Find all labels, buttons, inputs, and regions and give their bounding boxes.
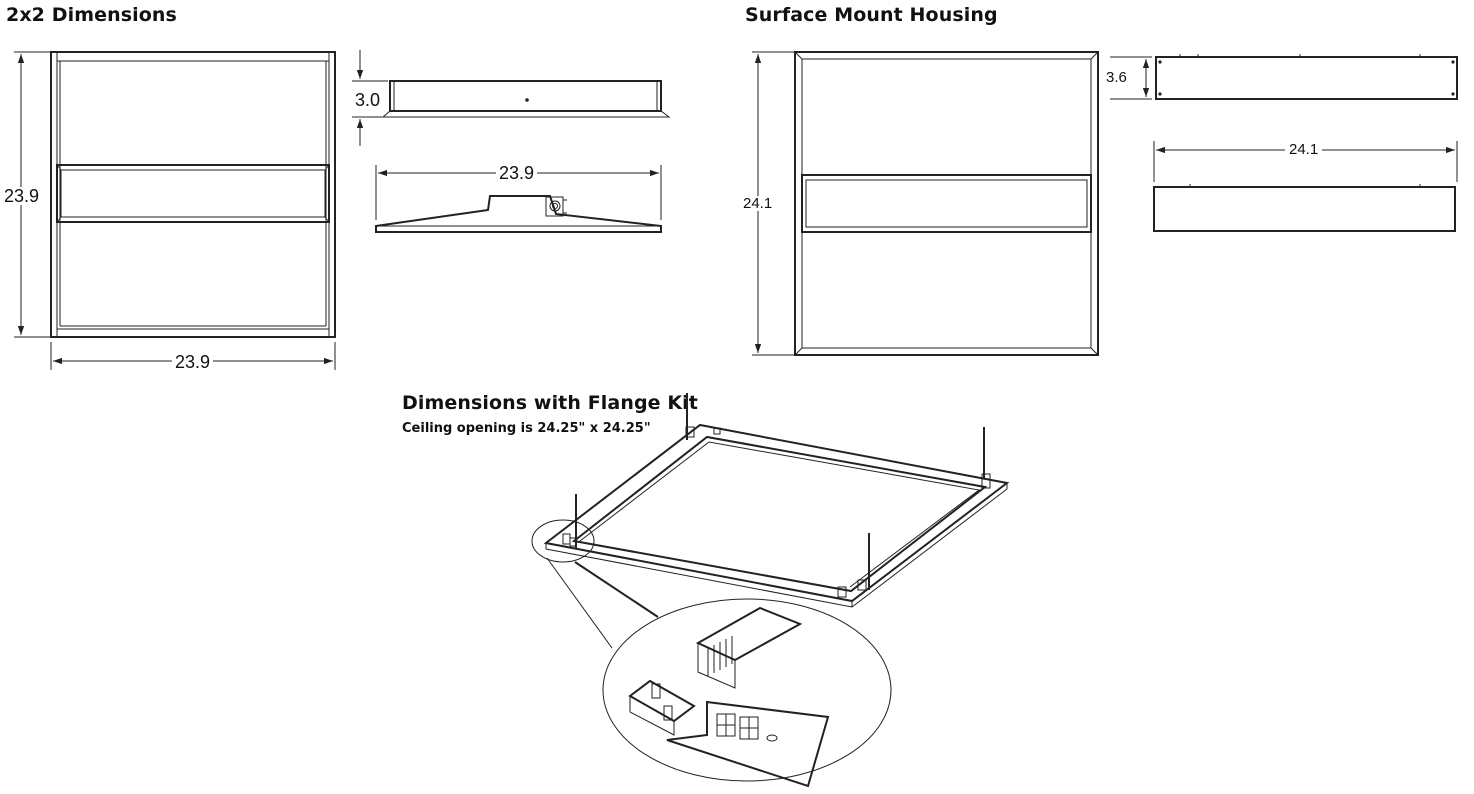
troffer-front-view: [50, 51, 336, 338]
surface-mount-side-profile: [1155, 54, 1458, 100]
title-flange-kit: Dimensions with Flange Kit: [402, 392, 698, 414]
flange-kit-isometric: [543, 393, 1010, 608]
detail-callout: [531, 519, 892, 782]
dimension-line-depth-2x2: [352, 50, 388, 146]
ceiling-opening-note: Ceiling opening is 24.25" x 24.25": [402, 421, 651, 436]
title-surface-mount-housing: Surface Mount Housing: [745, 4, 998, 26]
troffer-end-view: [375, 195, 662, 233]
dimension-line-depth-surface: [1110, 56, 1152, 100]
dim-label-height-surface: 24.1: [743, 195, 773, 212]
dim-label-width-surface: 24.1: [1285, 142, 1323, 157]
dim-label-height-2x2: 23.9: [4, 186, 40, 206]
troffer-side-profile: [381, 80, 671, 118]
surface-mount-front-view: [794, 51, 1099, 356]
flange-corner-detail: [628, 606, 830, 788]
surface-mount-end-view: [1153, 184, 1456, 232]
dim-label-depth-2x2: 3.0: [355, 90, 381, 110]
dim-label-depth-surface: 3.6: [1106, 69, 1127, 86]
title-2x2-dimensions: 2x2 Dimensions: [6, 4, 177, 26]
dim-label-width-2x2: 23.9: [172, 353, 214, 371]
dim-label-side-width-2x2: 23.9: [496, 164, 538, 182]
